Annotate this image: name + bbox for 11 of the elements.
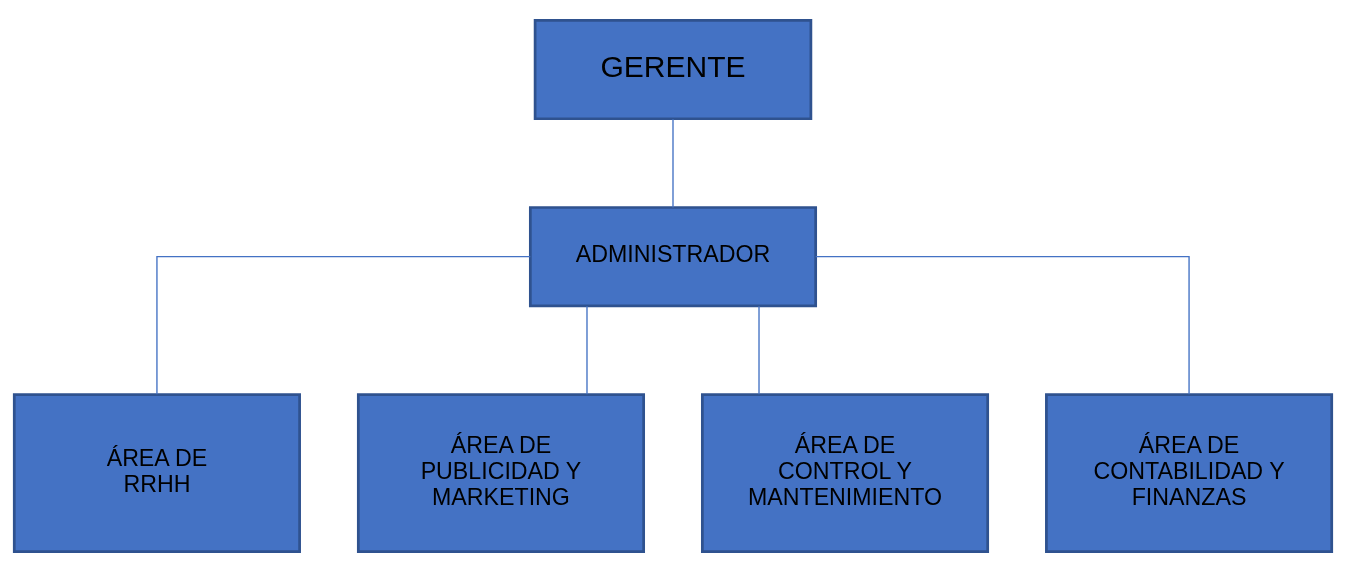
node-box: ÁREA DE CONTABILIDAD Y FINANZAS	[1045, 393, 1334, 553]
connector	[672, 118, 674, 209]
node-box: GERENTE	[533, 19, 813, 121]
connector	[156, 255, 531, 395]
connector	[758, 305, 760, 396]
node-box: ÁREA DE CONTROL Y MANTENIMIENTO	[701, 393, 990, 553]
node-box: ÁREA DE RRHH	[12, 393, 301, 553]
node-box: ÁREA DE PUBLICIDAD Y MARKETING	[356, 393, 645, 553]
connector	[815, 255, 1190, 395]
connector	[586, 305, 588, 396]
node-box: ADMINISTRADOR	[528, 206, 818, 308]
